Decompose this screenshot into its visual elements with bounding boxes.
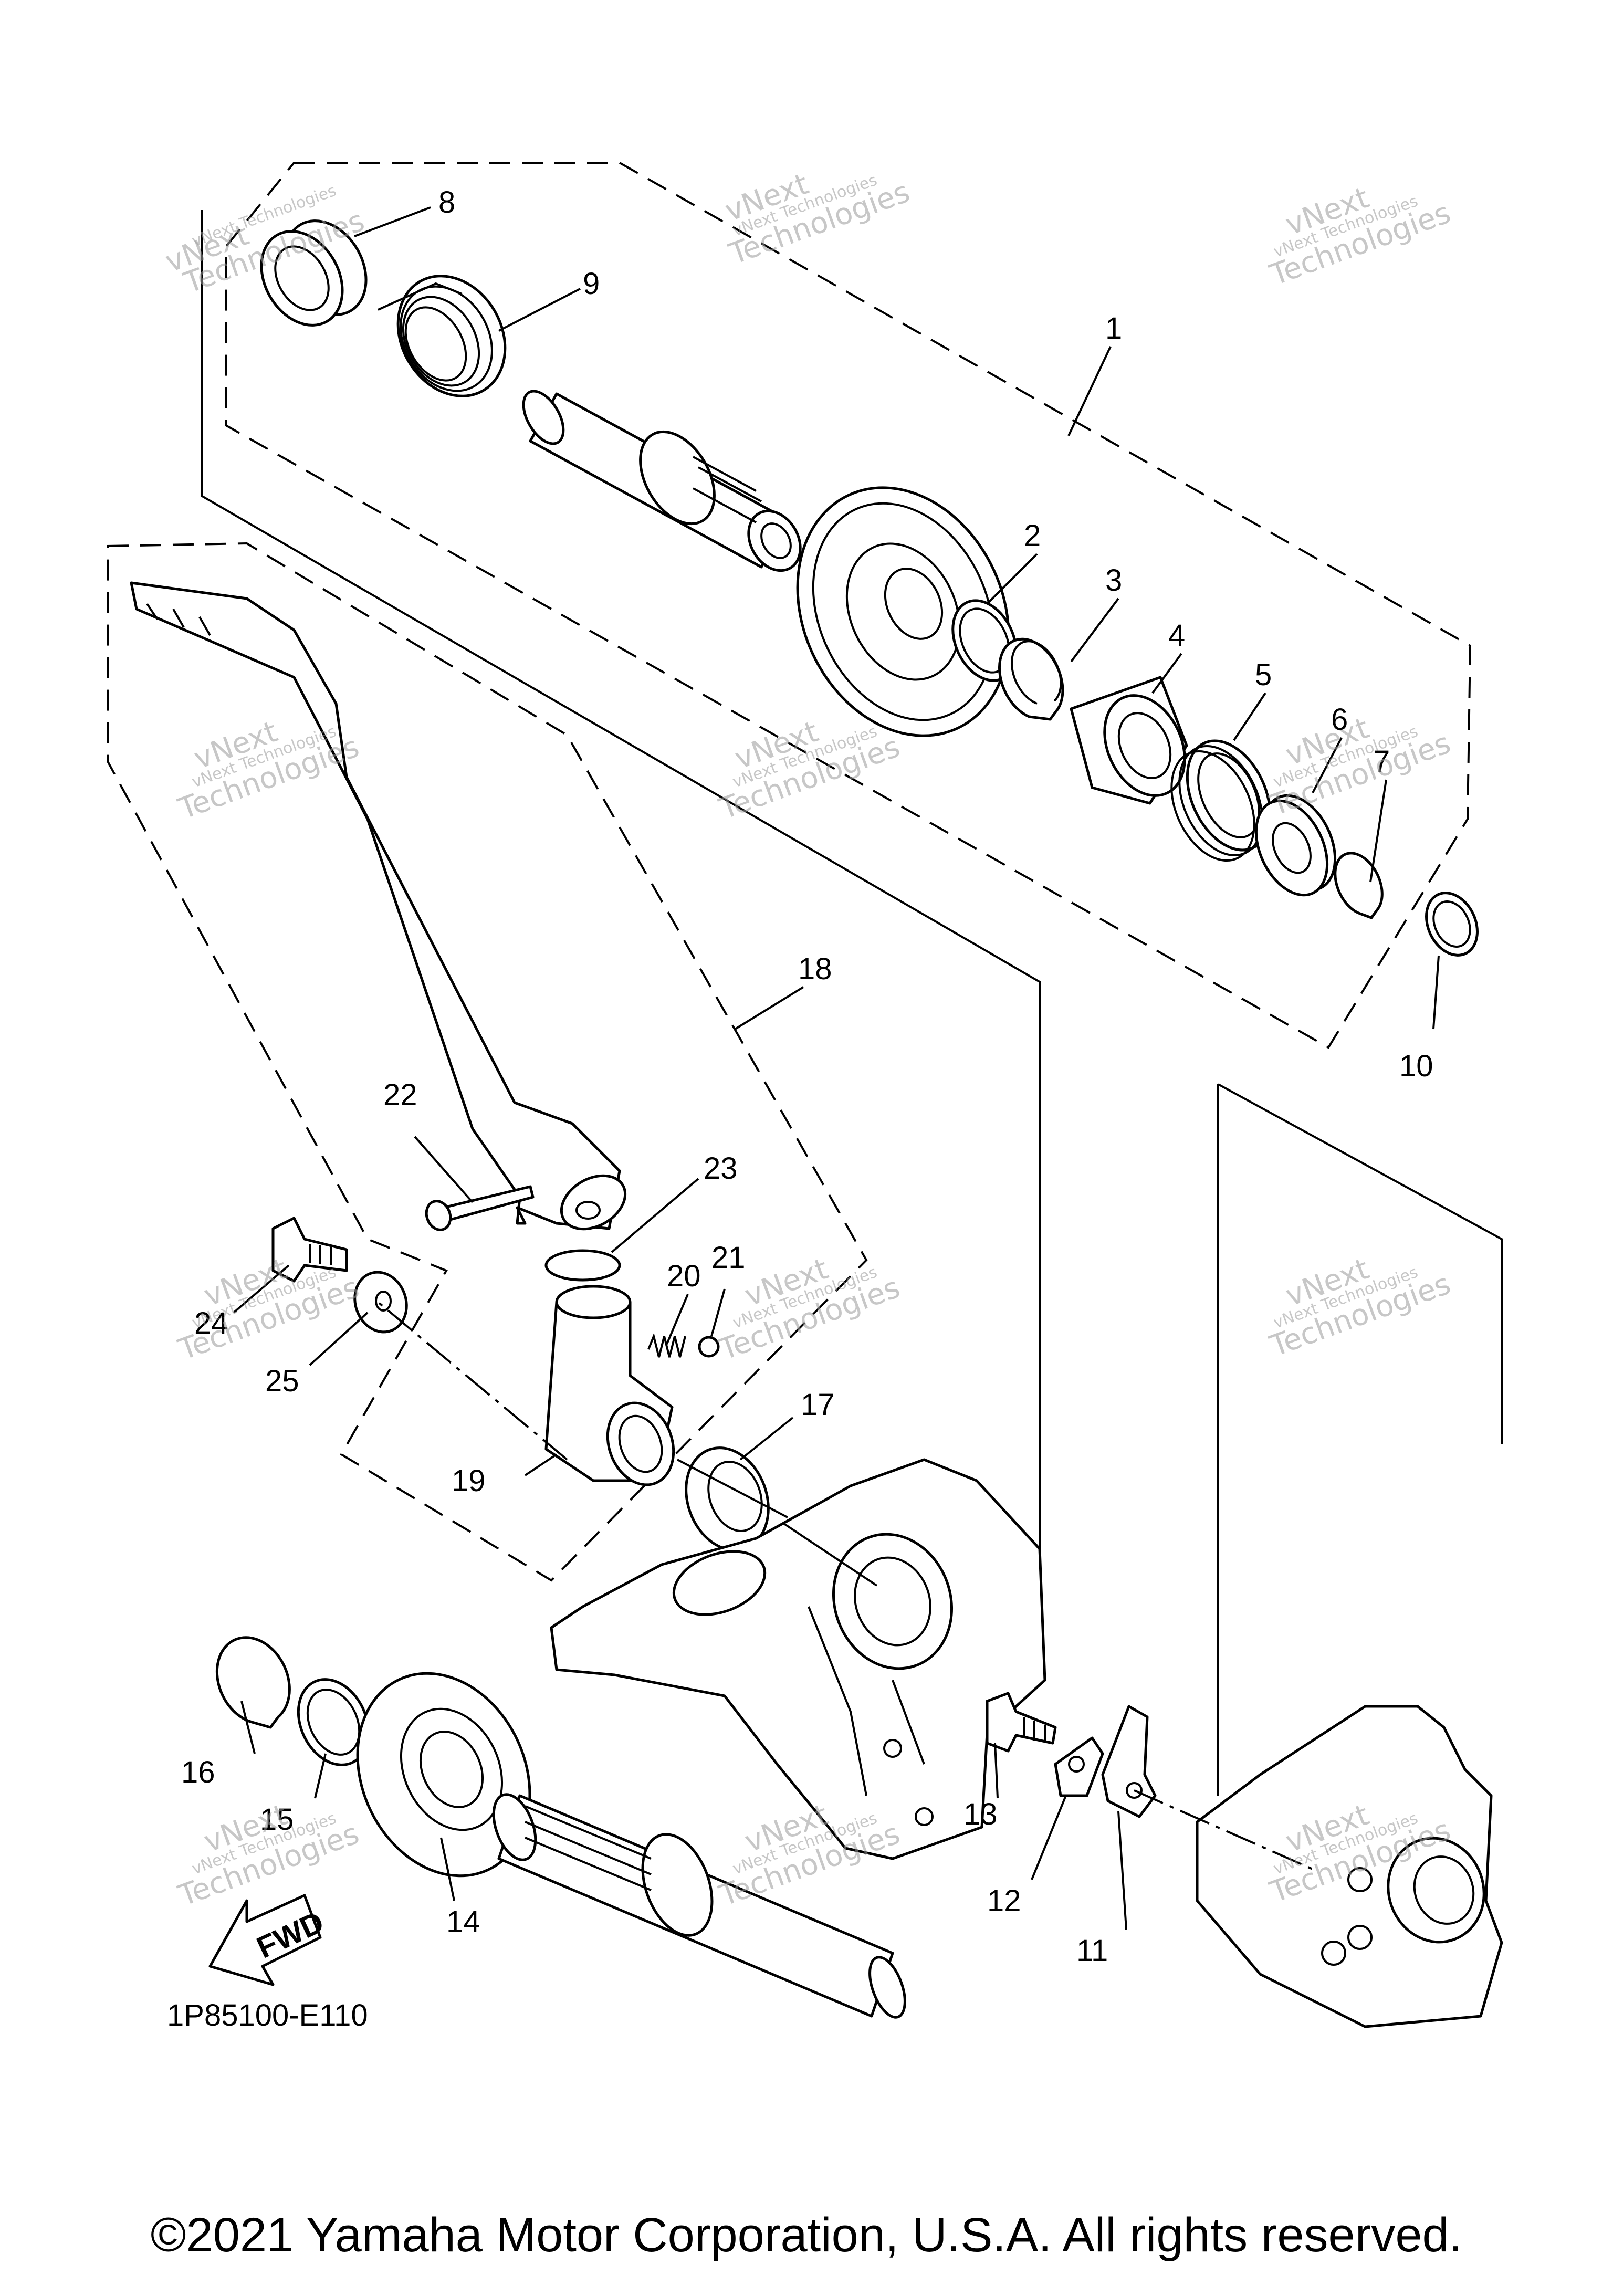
part-15-washer: [297, 1678, 370, 1766]
callout-21: 21: [711, 1241, 746, 1275]
group-18-boundary: [107, 542, 868, 1582]
callout-22: 22: [383, 1078, 417, 1112]
engine-case-right: [1196, 1705, 1503, 2028]
part-3-circlip: [998, 637, 1064, 721]
part-21-ball: [698, 1336, 720, 1358]
callout-17: 17: [801, 1388, 835, 1422]
copyright-notice: ©2021 Yamaha Motor Corporation, U.S.A. A…: [150, 2208, 1463, 2262]
callout-11: 11: [1076, 1934, 1108, 1968]
callout-9: 9: [583, 267, 600, 301]
crankcase: [550, 1458, 1046, 1860]
callout-20: 20: [667, 1259, 701, 1293]
watermark: vNext Technologies vNext Technologies: [174, 1798, 363, 1913]
callout-25: 25: [265, 1364, 299, 1398]
part-12-plate: [1054, 1736, 1104, 1797]
group-1-solid-line-right: [1218, 1083, 1503, 1444]
kick-shaft: [522, 390, 802, 572]
drawing-code: 1P85100-E110: [167, 1998, 368, 2032]
callout-18: 18: [798, 952, 832, 986]
callout-15: 15: [260, 1802, 294, 1837]
part-16-circlip: [215, 1636, 291, 1729]
part-5-spring: [1170, 739, 1272, 862]
group-1-boundary: [225, 162, 1472, 1049]
part-18-kick-crank: [130, 581, 627, 1231]
callout-3: 3: [1105, 563, 1122, 597]
watermark: vNext Technologies vNext Technologies: [1265, 711, 1455, 823]
callout-4: 4: [1168, 618, 1185, 653]
part-13-bolt: [986, 1692, 1057, 1753]
part-7-circlip: [1334, 852, 1384, 919]
part-8-collar: [260, 219, 368, 327]
kick-gear: [796, 486, 1010, 737]
callout-24: 24: [194, 1306, 228, 1340]
output-shaft: [492, 1793, 906, 2019]
callout-8: 8: [438, 185, 455, 219]
callout-7: 7: [1373, 745, 1390, 779]
part-22-screw: [425, 1185, 535, 1231]
callout-5: 5: [1255, 658, 1272, 692]
callout-23: 23: [704, 1151, 738, 1186]
callout-16: 16: [181, 1755, 215, 1789]
callout-12: 12: [987, 1884, 1021, 1918]
leader-lines: [233, 206, 1440, 1930]
callout-13: 13: [963, 1797, 998, 1831]
part-20-spring: [647, 1333, 686, 1358]
group-1-solid-line: [201, 210, 1041, 1680]
part-25-washer: [353, 1271, 408, 1334]
callout-10: 10: [1399, 1049, 1433, 1083]
watermark: vNext Technologies vNext Technologies: [1265, 181, 1455, 292]
part-23-o-ring: [544, 1249, 621, 1282]
watermark: vNext Technologies vNext Technologies: [720, 167, 914, 271]
part-14-idle-gear: [356, 1672, 531, 1878]
fwd-arrow: FWD: [208, 1894, 329, 1986]
callout-19: 19: [452, 1464, 486, 1498]
part-19-kick-boss: [544, 1285, 675, 1486]
part-6-washer: [1254, 794, 1337, 897]
callout-14: 14: [446, 1905, 480, 1939]
part-4-ratchet: [1070, 676, 1188, 805]
callout-2: 2: [1024, 519, 1041, 553]
callout-1: 1: [1105, 311, 1122, 345]
callout-6: 6: [1331, 703, 1348, 737]
callout-numbers: 1 2 3 4 5 6 7 8 9 10 11 12 13 14 15 16 1…: [181, 185, 1433, 1968]
part-11-plate: [1101, 1705, 1157, 1818]
watermark: vNext Technologies vNext Technologies: [1265, 1252, 1455, 1364]
part-9-spring: [378, 275, 507, 397]
part-10-washer: [1425, 892, 1479, 957]
